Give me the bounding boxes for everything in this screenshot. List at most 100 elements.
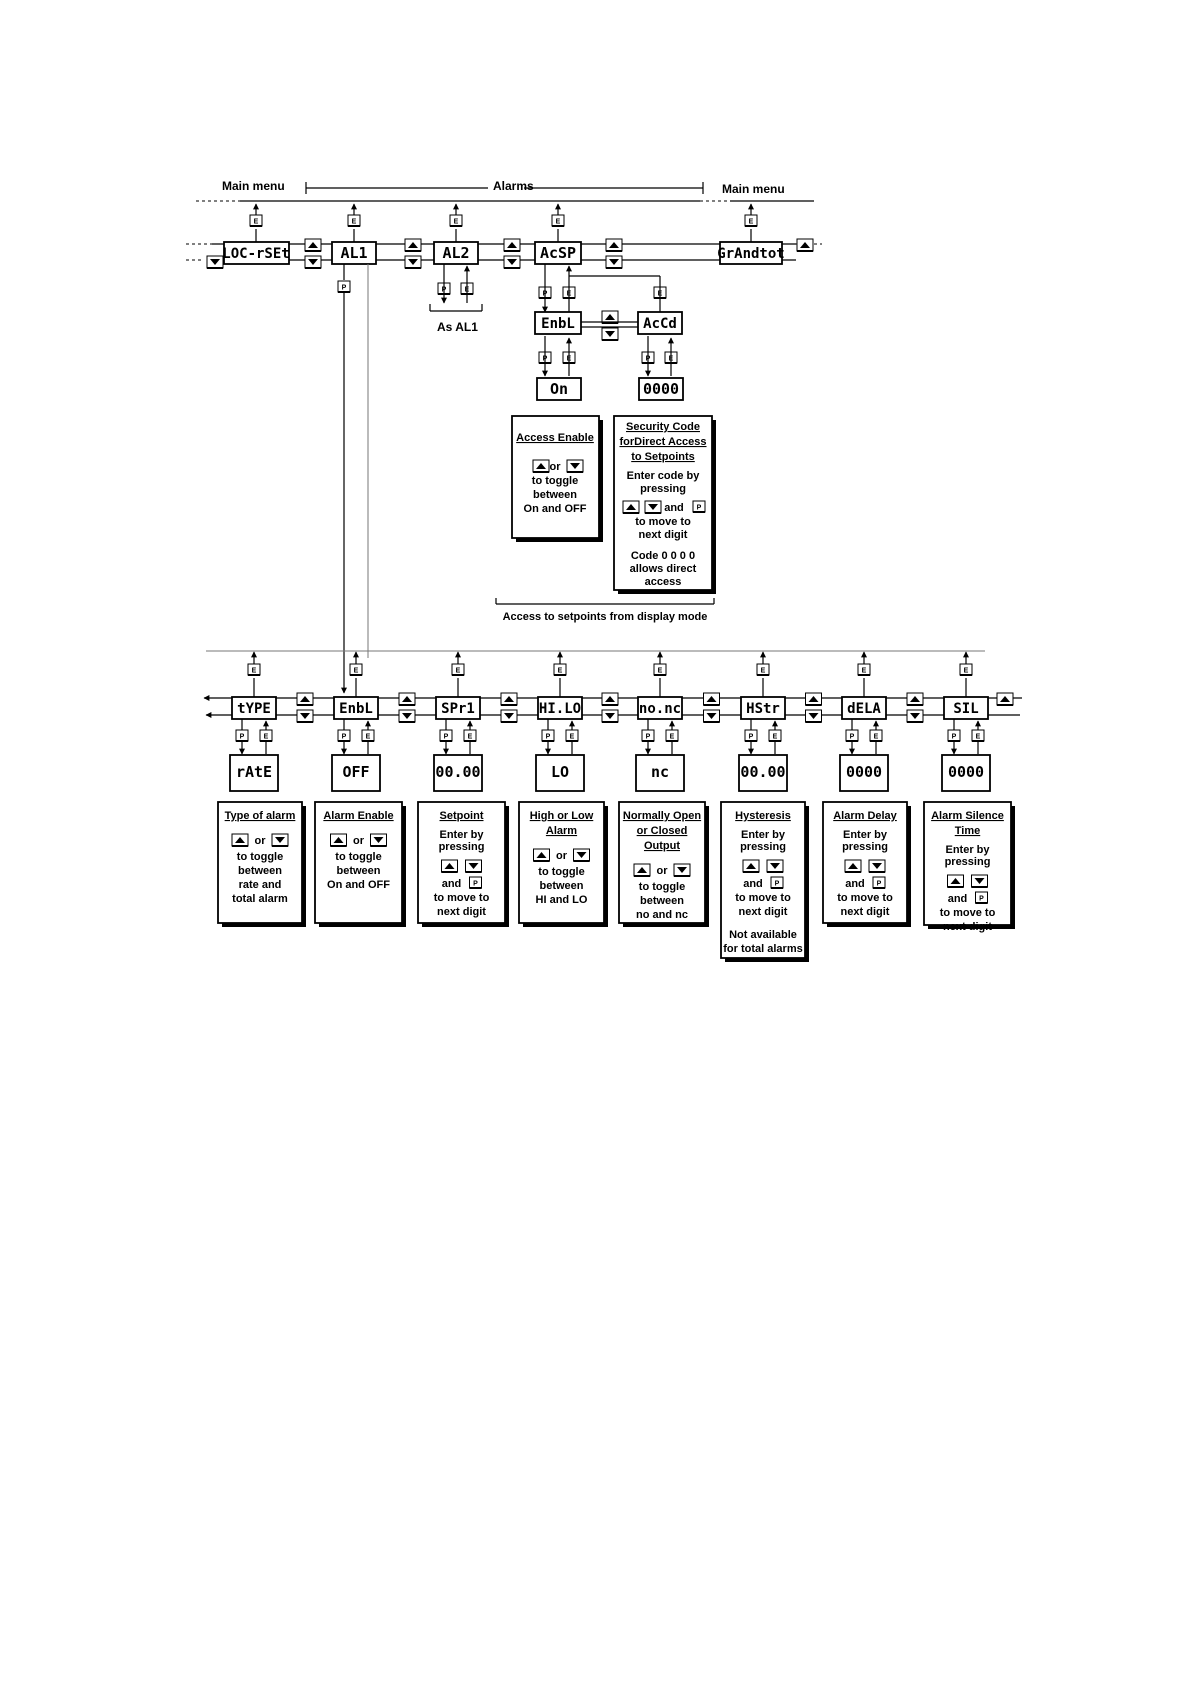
up-key-desc-7[interactable] bbox=[947, 874, 964, 888]
node-sil[interactable]: SIL bbox=[943, 696, 989, 720]
e-key-grandtot[interactable]: E bbox=[744, 214, 758, 227]
up-key-al2-acsp[interactable] bbox=[503, 238, 521, 252]
p-key-security-desc[interactable]: P bbox=[692, 500, 706, 513]
value-dela[interactable]: 0000 bbox=[839, 754, 889, 792]
down-key-acsp-grandtot[interactable] bbox=[605, 255, 623, 269]
node-hilo[interactable]: HI.LO bbox=[537, 696, 583, 720]
value-enbl[interactable]: OFF bbox=[331, 754, 381, 792]
e-key-dela[interactable]: E bbox=[857, 663, 871, 676]
node-type[interactable]: tYPE bbox=[231, 696, 277, 720]
node-enbl[interactable]: EnbL bbox=[333, 696, 379, 720]
node-nonc[interactable]: no.nc bbox=[637, 696, 683, 720]
up-key-desc-0[interactable] bbox=[231, 833, 249, 847]
p-key-bottom-0[interactable]: P bbox=[235, 729, 249, 742]
e-key-bottom-sub-1[interactable]: E bbox=[361, 729, 375, 742]
value-hilo[interactable]: LO bbox=[535, 754, 585, 792]
p-key-desc-7[interactable]: P bbox=[975, 891, 988, 904]
p-key-bottom-2[interactable]: P bbox=[439, 729, 453, 742]
down-key-bottom-6[interactable] bbox=[906, 709, 924, 723]
e-key-hilo[interactable]: E bbox=[553, 663, 567, 676]
p-key-desc-5[interactable]: P bbox=[770, 876, 784, 889]
down-key-entry[interactable] bbox=[206, 255, 224, 269]
e-key-bottom-sub-0[interactable]: E bbox=[259, 729, 273, 742]
p-key-desc-2[interactable]: P bbox=[469, 876, 482, 889]
up-key-grandtot-exit[interactable] bbox=[796, 238, 814, 252]
up-key-bottom-4[interactable] bbox=[703, 692, 720, 706]
down-key-bottom-4[interactable] bbox=[703, 709, 720, 723]
e-key-nonc[interactable]: E bbox=[653, 663, 667, 676]
down-key-al2-acsp[interactable] bbox=[503, 255, 521, 269]
down-key-desc-1[interactable] bbox=[370, 833, 387, 847]
value-sil[interactable]: 0000 bbox=[941, 754, 991, 792]
value-on[interactable]: On bbox=[536, 377, 582, 401]
up-key-bottom-2[interactable] bbox=[500, 692, 518, 706]
up-key-security-desc[interactable] bbox=[622, 500, 640, 514]
up-key-bottom-3[interactable] bbox=[601, 692, 619, 706]
down-key-bottom-1[interactable] bbox=[398, 709, 416, 723]
e-key-bottom-sub-3[interactable]: E bbox=[565, 729, 579, 742]
up-key-bottom-0[interactable] bbox=[296, 692, 314, 706]
p-key-bottom-4[interactable]: P bbox=[641, 729, 655, 742]
node-al1[interactable]: AL1 bbox=[331, 241, 377, 265]
e-key-spr1[interactable]: E bbox=[451, 663, 465, 676]
p-key-al1[interactable]: P bbox=[337, 280, 351, 293]
node-loc-rset[interactable]: LOC-rSEt bbox=[222, 241, 290, 265]
up-key-acsp-grandtot[interactable] bbox=[605, 238, 623, 252]
up-key-bottom-1[interactable] bbox=[398, 692, 416, 706]
e-key-hstr[interactable]: E bbox=[756, 663, 770, 676]
up-key-bottom-5[interactable] bbox=[805, 692, 822, 706]
node-dela[interactable]: dELA bbox=[841, 696, 887, 720]
value-hstr[interactable]: 00.00 bbox=[738, 754, 788, 792]
value-nonc[interactable]: nc bbox=[635, 754, 685, 792]
node-accd[interactable]: AcCd bbox=[637, 311, 683, 335]
e-key-enbl[interactable]: E bbox=[349, 663, 363, 676]
node-al2[interactable]: AL2 bbox=[433, 241, 479, 265]
p-key-bottom-1[interactable]: P bbox=[337, 729, 351, 742]
up-key-bottom-exit[interactable] bbox=[996, 692, 1014, 706]
p-key-bottom-6[interactable]: P bbox=[845, 729, 859, 742]
up-key-desc-6[interactable] bbox=[844, 859, 862, 873]
value-type[interactable]: rAtE bbox=[229, 754, 279, 792]
up-key-desc-1[interactable] bbox=[330, 833, 347, 847]
down-key-enbl-accd[interactable] bbox=[601, 327, 619, 341]
node-hstr[interactable]: HStr bbox=[740, 696, 786, 720]
up-key-enbl-accd[interactable] bbox=[601, 310, 619, 324]
down-key-bottom-3[interactable] bbox=[601, 709, 619, 723]
up-key-desc-4[interactable] bbox=[633, 863, 651, 877]
up-key-desc-2[interactable] bbox=[441, 859, 458, 873]
up-key-loc-al1[interactable] bbox=[304, 238, 322, 252]
value-spr1[interactable]: 00.00 bbox=[433, 754, 483, 792]
down-key-desc-5[interactable] bbox=[766, 859, 784, 873]
down-key-al1-al2[interactable] bbox=[404, 255, 422, 269]
down-key-desc-7[interactable] bbox=[971, 874, 988, 888]
up-key-bottom-6[interactable] bbox=[906, 692, 924, 706]
e-key-type[interactable]: E bbox=[247, 663, 261, 676]
down-key-desc-2[interactable] bbox=[465, 859, 482, 873]
down-key-bottom-5[interactable] bbox=[805, 709, 822, 723]
e-key-sil[interactable]: E bbox=[959, 663, 973, 676]
e-key-bottom-sub-2[interactable]: E bbox=[463, 729, 477, 742]
e-key-bottom-sub-6[interactable]: E bbox=[869, 729, 883, 742]
up-key-access-desc[interactable] bbox=[532, 459, 550, 473]
e-key-bottom-sub-4[interactable]: E bbox=[665, 729, 679, 742]
p-key-bottom-5[interactable]: P bbox=[744, 729, 758, 742]
value-security-code[interactable]: 0000 bbox=[638, 377, 684, 401]
e-key-acsp[interactable]: E bbox=[551, 214, 565, 227]
down-key-access-desc[interactable] bbox=[566, 459, 584, 473]
p-key-bottom-7[interactable]: P bbox=[947, 729, 961, 742]
down-key-loc-al1[interactable] bbox=[304, 255, 322, 269]
node-enbl-access[interactable]: EnbL bbox=[534, 311, 582, 335]
up-key-desc-3[interactable] bbox=[533, 848, 550, 862]
node-grandtot[interactable]: GrAndtot bbox=[717, 241, 785, 265]
e-key-bottom-sub-5[interactable]: E bbox=[768, 729, 782, 742]
down-key-bottom-2[interactable] bbox=[500, 709, 518, 723]
up-key-al1-al2[interactable] bbox=[404, 238, 422, 252]
e-key-al2[interactable]: E bbox=[449, 214, 463, 227]
e-key-al1[interactable]: E bbox=[347, 214, 361, 227]
down-key-desc-0[interactable] bbox=[271, 833, 289, 847]
down-key-bottom-0[interactable] bbox=[296, 709, 314, 723]
p-key-bottom-3[interactable]: P bbox=[541, 729, 555, 742]
down-key-desc-6[interactable] bbox=[868, 859, 886, 873]
down-key-desc-4[interactable] bbox=[673, 863, 691, 877]
down-key-security-desc[interactable] bbox=[644, 500, 662, 514]
